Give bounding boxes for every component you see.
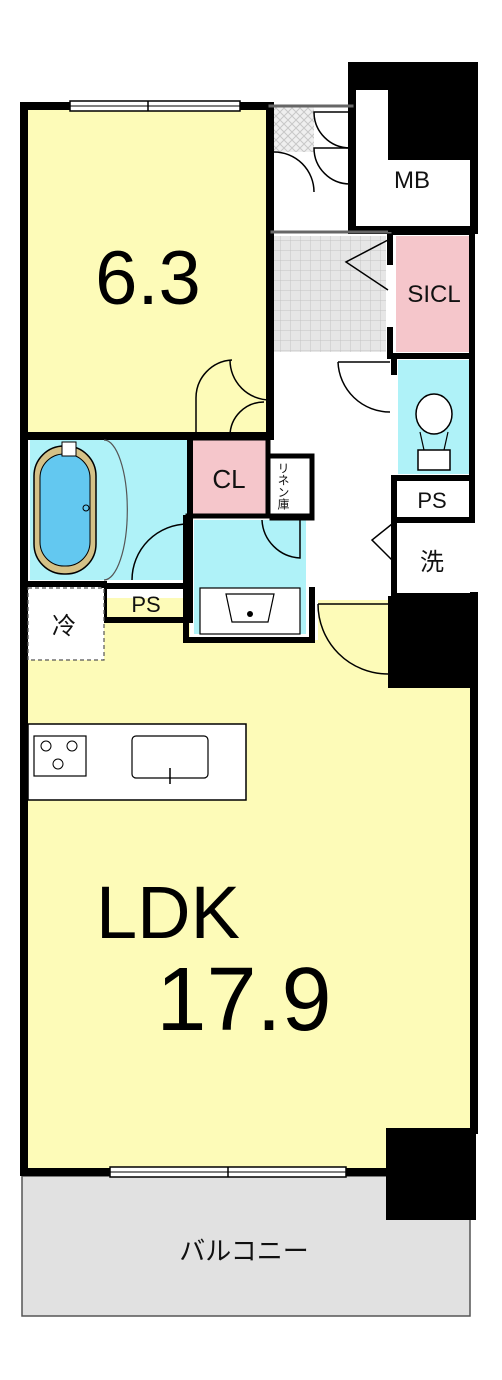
bedroom xyxy=(28,110,268,432)
fridge-label: 冷 xyxy=(52,612,76,640)
entrance-tile xyxy=(274,236,386,352)
closet-cl xyxy=(192,440,266,514)
balcony-label: バルコニー xyxy=(179,1237,308,1267)
ldk-name-label: LDK xyxy=(96,871,240,954)
sicl-label: SICL xyxy=(407,281,460,308)
kitchen-counter xyxy=(27,723,247,801)
ps-bath-label: PS xyxy=(131,592,160,617)
window-bedroom xyxy=(69,100,241,112)
column-mid-right xyxy=(388,596,474,688)
wash-label: 洗 xyxy=(420,548,444,576)
bathtub xyxy=(33,441,97,575)
ps-toilet-label: PS xyxy=(417,488,446,513)
toilet xyxy=(415,393,453,471)
ldk-area-label: 17.9 xyxy=(156,950,331,1050)
cl-label: CL xyxy=(212,464,245,494)
wash-basin xyxy=(199,587,301,635)
linen-label: リネン庫 xyxy=(276,462,290,511)
column-bottom-right xyxy=(386,1128,476,1220)
closet-sicl xyxy=(396,236,470,352)
doors xyxy=(131,111,393,675)
fridge-space xyxy=(27,587,105,661)
bedroom-area-label: 6.3 xyxy=(95,236,201,321)
window-ldk xyxy=(109,1166,347,1178)
mb-label: MB xyxy=(394,167,430,194)
